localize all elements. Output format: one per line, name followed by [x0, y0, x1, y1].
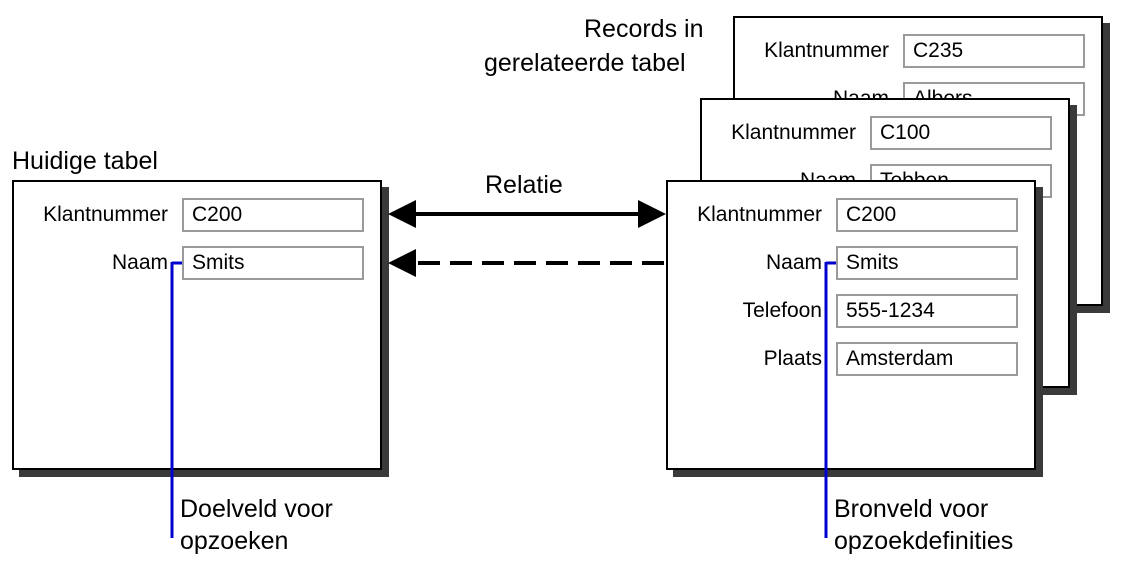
- field-value-klantnummer[interactable]: C100: [870, 116, 1052, 150]
- field-value-plaats[interactable]: Amsterdam: [836, 342, 1018, 376]
- relation-arrow: [388, 200, 666, 228]
- target-caption-line2: opzoeken: [180, 527, 289, 555]
- field-value-klantnummer[interactable]: C200: [182, 198, 364, 232]
- field-label-klantnummer: Klantnummer: [697, 203, 822, 226]
- current-table-title: Huidige tabel: [12, 147, 158, 175]
- source-caption-line2: opzoekdefinities: [834, 527, 1014, 555]
- field-value-klantnummer[interactable]: C200: [836, 198, 1018, 232]
- field-value-klantnummer[interactable]: C235: [903, 34, 1085, 68]
- field-label-telefoon: Telefoon: [742, 299, 822, 322]
- related-table-title-line1: Records in: [584, 15, 704, 43]
- field-value-naam[interactable]: Smits: [836, 246, 1018, 280]
- field-value-telefoon[interactable]: 555-1234: [836, 294, 1018, 328]
- field-label-klantnummer: Klantnummer: [764, 39, 889, 62]
- target-caption-line1: Doelveld voor: [180, 495, 333, 523]
- relation-label: Relatie: [485, 171, 563, 199]
- current-table-card: Klantnummer C200 Naam Smits: [12, 180, 382, 470]
- related-record-card-front: Klantnummer C200 Naam Smits Telefoon 555…: [666, 180, 1036, 470]
- field-label-plaats: Plaats: [763, 347, 822, 370]
- field-label-klantnummer: Klantnummer: [731, 121, 856, 144]
- field-label-klantnummer: Klantnummer: [43, 203, 168, 226]
- related-table-title-line2: gerelateerde tabel: [484, 49, 686, 77]
- source-caption-line1: Bronveld voor: [834, 495, 989, 523]
- lookup-arrow: [388, 249, 666, 277]
- field-label-naam: Naam: [111, 251, 168, 274]
- field-label-naam: Naam: [765, 251, 822, 274]
- field-value-naam[interactable]: Smits: [182, 246, 364, 280]
